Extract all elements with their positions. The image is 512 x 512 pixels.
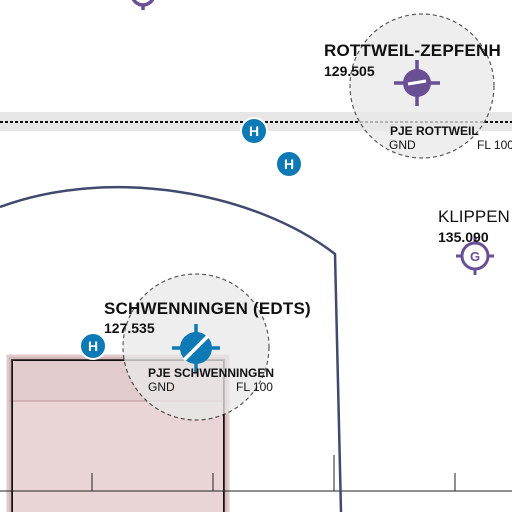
grid-line [0, 455, 512, 492]
airfield-icon[interactable] [172, 324, 220, 372]
airfield-frequency-rottweil: 129.505 [324, 63, 375, 79]
airfield-name-klippen: KLIPPEN [438, 207, 510, 226]
airfield-icon[interactable] [394, 60, 440, 106]
glider-site-icon[interactable]: G [456, 237, 494, 275]
heliport-letter: H [88, 338, 98, 354]
pje-upper-limit-rottweil: FL 100 [477, 138, 512, 152]
heliport-letter: H [249, 123, 259, 139]
airfield-name-schwenningen: SCHWENNINGEN (EDTS) [104, 299, 311, 318]
pje-lower-limit-schwenningen: GND [148, 380, 175, 394]
pje-upper-limit-schwenningen: FL 100 [236, 380, 273, 394]
glider-site-letter: G [470, 249, 480, 264]
heliport-icon[interactable]: H [79, 332, 107, 360]
pje-lower-limit-rottweil: GND [389, 138, 416, 152]
heliport-icon[interactable]: H [275, 150, 303, 178]
airfield-name-rottweil: ROTTWEIL-ZEPFENH [324, 41, 501, 60]
airspace-boundary [0, 185, 343, 512]
pje-name-schwenningen: PJE SCHWENNINGEN [148, 366, 275, 380]
heliport-letter: H [284, 156, 294, 172]
airfield-frequency-klippen: 135.090 [438, 229, 489, 245]
airfield-frequency-schwenningen: 127.535 [104, 320, 155, 336]
pje-name-rottweil: PJE ROTTWEIL [390, 124, 479, 138]
heliport-icon[interactable]: H [240, 117, 268, 145]
airfield-icon [131, 0, 155, 10]
